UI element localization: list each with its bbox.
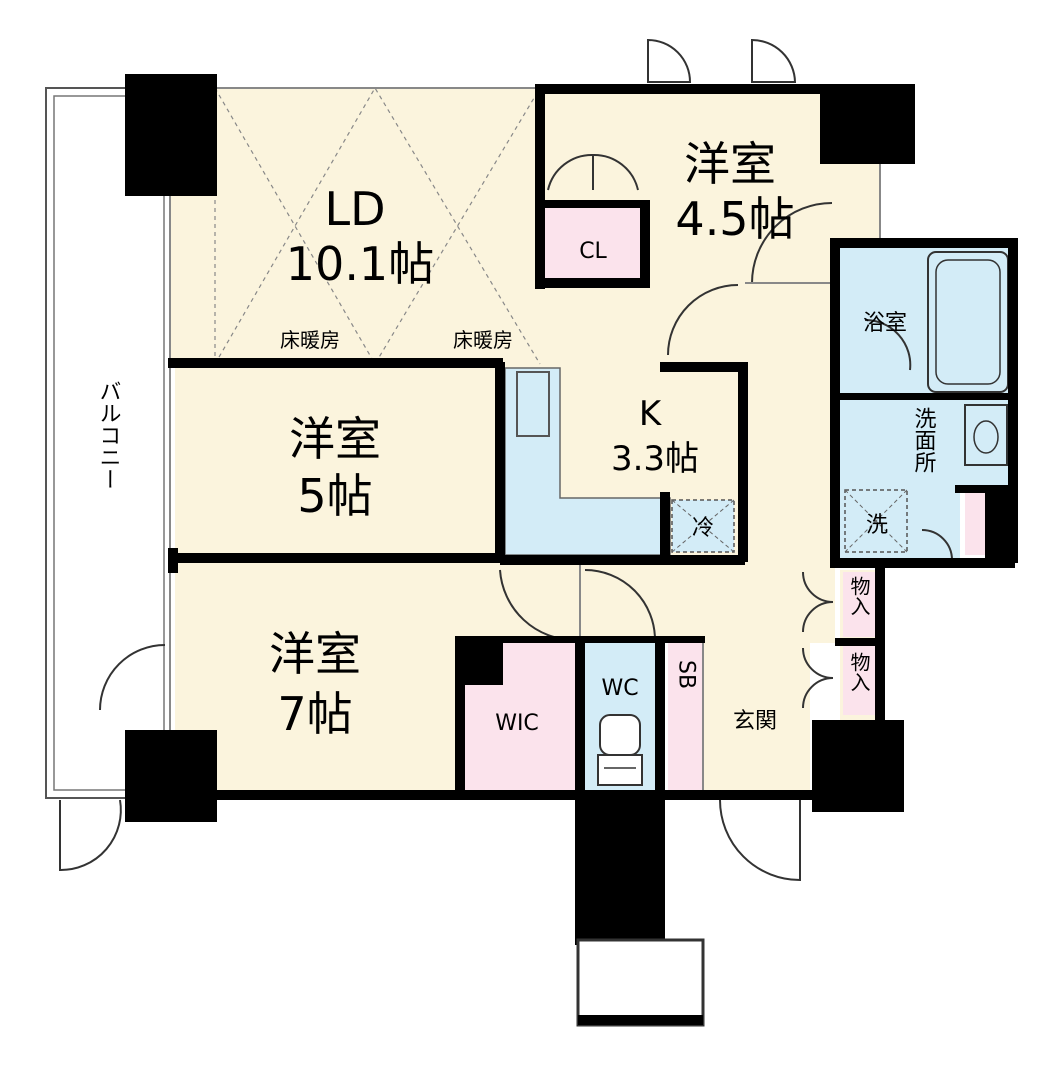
western-45-size: 4.5帖: [675, 192, 794, 246]
washbasin: [964, 404, 1008, 466]
walls: [125, 74, 1018, 945]
column: [820, 84, 915, 164]
western-5-name: 洋室: [289, 412, 381, 466]
western-7-name: 洋室: [269, 627, 361, 681]
hall-lower-floor: [580, 563, 835, 643]
shoe-box-floor: [668, 643, 703, 793]
washroom-label: 洗面所: [911, 407, 937, 473]
floor-heating-label: 床暖房: [280, 328, 340, 352]
column: [125, 74, 217, 196]
fridge-space: [671, 499, 735, 553]
floor-heating-label: 床暖房: [453, 328, 513, 352]
entrance-floor: [700, 640, 810, 795]
stair-outline: [576, 938, 705, 1027]
ld-ceiling-lines: [214, 86, 541, 366]
washer-label: 洗: [866, 513, 888, 538]
western-5-floor: [175, 368, 500, 558]
kitchen-size: 3.3帖: [611, 439, 699, 479]
wic-label: WIC: [495, 711, 539, 736]
storage-2-floor: [843, 645, 875, 715]
western-5-size: 5帖: [297, 469, 372, 523]
entrance-label: 玄関: [733, 709, 777, 734]
bath-label: 浴室: [863, 311, 907, 336]
column: [812, 720, 904, 812]
storage-1-floor: [843, 572, 875, 637]
ld-size: 10.1帖: [286, 237, 434, 291]
toilet-icon: [597, 714, 643, 786]
balcony-door-swing: [59, 799, 122, 872]
door-swings: [99, 38, 953, 882]
ld-floor: [170, 88, 540, 364]
kitchen-name: K: [639, 394, 663, 434]
closet-label: CL: [579, 239, 607, 264]
column: [125, 730, 217, 822]
storage-label: 物入: [847, 652, 871, 692]
wc-label: WC: [601, 676, 638, 701]
closet-floor: [545, 208, 640, 278]
storage-label: 物入: [847, 576, 871, 616]
ld-name: LD: [324, 182, 385, 236]
shoe-box-label: SB: [674, 660, 699, 689]
bath-fixtures: [671, 251, 1009, 553]
column: [575, 795, 665, 945]
sink: [516, 371, 550, 437]
western-45-name: 洋室: [684, 137, 776, 191]
fridge-label: 冷: [692, 516, 714, 541]
western-7-size: 7帖: [277, 687, 352, 741]
balcony-label: バルコニー: [96, 380, 121, 490]
labels: LD 10.1帖 洋室 4.5帖 洋室 5帖 洋室 7帖 K 3.3帖 CL 浴…: [96, 137, 937, 741]
